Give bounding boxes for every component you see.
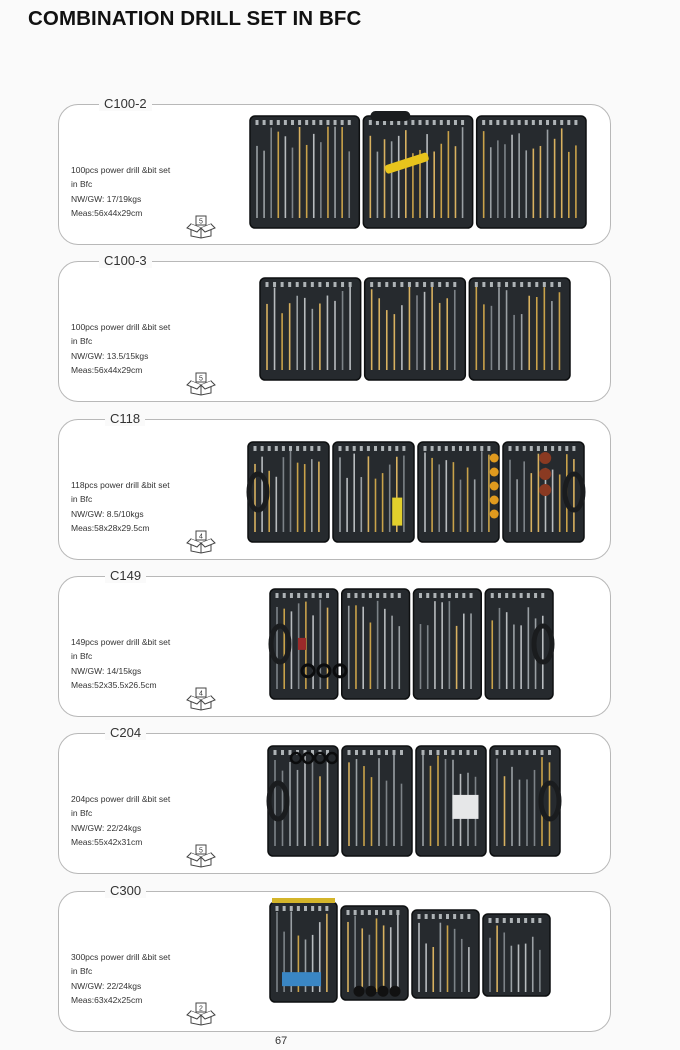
product-description: 300pcs power drill &bit set in Bfc NW/GW… xyxy=(71,950,170,1007)
product-meas-line: Meas:55x42x31cm xyxy=(71,836,143,847)
carton-box-icon: 5 xyxy=(186,844,216,868)
product-code: C149 xyxy=(105,568,147,583)
product-desc-line: 149pcs power drill &bit set xyxy=(71,637,171,647)
product-desc-line: 204pcs power drill &bit set xyxy=(71,794,171,804)
carton-box-icon: 4 xyxy=(186,687,216,711)
product-pack-line: in Bfc xyxy=(71,651,93,662)
product-pack-line: in Bfc xyxy=(71,179,93,190)
product-meas-line: Meas:52x35.5x26.5cm xyxy=(71,679,157,690)
product-code: C300 xyxy=(105,883,147,898)
svg-text:4: 4 xyxy=(199,534,203,541)
drill-set-case-image xyxy=(266,745,562,857)
product-pack-line: in Bfc xyxy=(71,966,93,977)
product-code: C118 xyxy=(105,411,146,426)
svg-text:5: 5 xyxy=(199,376,203,383)
product-code: C100-2 xyxy=(99,96,152,111)
svg-text:5: 5 xyxy=(199,848,203,855)
product-meas-line: Meas:58x28x29.5cm xyxy=(71,522,150,533)
product-meas-line: Meas:56x44x29cm xyxy=(71,207,143,218)
product-meas-line: Meas:63x42x25cm xyxy=(71,994,143,1005)
carton-box-icon: 5 xyxy=(186,215,216,239)
svg-text:5: 5 xyxy=(199,219,203,226)
drill-set-case-image xyxy=(268,588,555,700)
product-pack-line: in Bfc xyxy=(71,336,93,347)
product-code: C100-3 xyxy=(99,253,152,268)
product-desc-line: 300pcs power drill &bit set xyxy=(71,952,171,962)
drill-set-case-image xyxy=(249,111,587,229)
product-pack-line: in Bfc xyxy=(71,808,93,819)
product-pack-line: in Bfc xyxy=(71,494,93,505)
product-weight-line: NW/GW: 8.5/10kgs xyxy=(71,508,144,519)
drill-set-case-image xyxy=(259,277,571,381)
product-weight-line: NW/GW: 22/24kgs xyxy=(71,980,142,991)
product-weight-line: NW/GW: 22/24kgs xyxy=(71,822,142,833)
product-description: 149pcs power drill &bit set in Bfc NW/GW… xyxy=(71,635,170,692)
drill-set-case-image xyxy=(246,441,586,543)
product-description: 118pcs power drill &bit set in Bfc NW/GW… xyxy=(71,478,170,535)
carton-box-icon: 2 xyxy=(186,1002,216,1026)
svg-text:4: 4 xyxy=(199,691,203,698)
product-weight-line: NW/GW: 14/15kgs xyxy=(71,665,142,676)
product-description: 100pcs power drill &bit set in Bfc NW/GW… xyxy=(71,320,170,377)
carton-box-icon: 5 xyxy=(186,372,216,396)
drill-set-case-image xyxy=(269,898,551,1003)
page-number: 67 xyxy=(275,1035,288,1047)
product-meas-line: Meas:56x44x29cm xyxy=(71,364,143,375)
product-description: 204pcs power drill &bit set in Bfc NW/GW… xyxy=(71,792,170,849)
product-desc-line: 100pcs power drill &bit set xyxy=(71,322,171,332)
svg-text:2: 2 xyxy=(199,1006,203,1013)
product-desc-line: 100pcs power drill &bit set xyxy=(71,165,171,175)
product-code: C204 xyxy=(105,725,147,740)
product-description: 100pcs power drill &bit set in Bfc NW/GW… xyxy=(71,163,170,220)
carton-box-icon: 4 xyxy=(186,530,216,554)
product-desc-line: 118pcs power drill &bit set xyxy=(71,480,170,490)
page-title: COMBINATION DRILL SET IN BFC xyxy=(28,7,362,30)
product-weight-line: NW/GW: 17/19kgs xyxy=(71,193,142,204)
product-weight-line: NW/GW: 13.5/15kgs xyxy=(71,350,149,361)
